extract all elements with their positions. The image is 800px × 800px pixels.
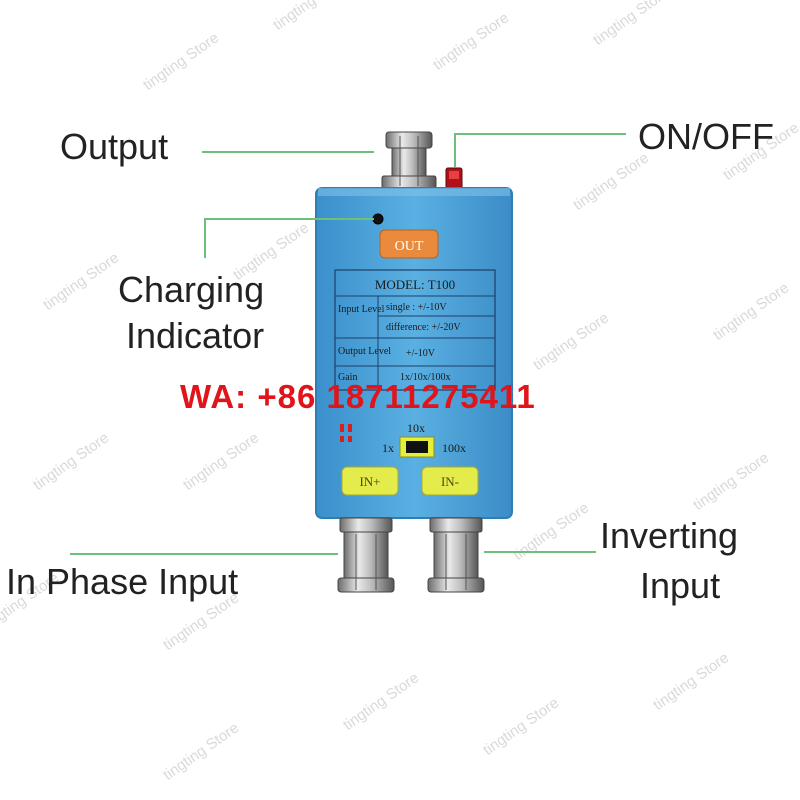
- gain-switch: 10x 1x 100x: [382, 421, 466, 458]
- switch-label-right: 100x: [442, 441, 466, 455]
- inverting-callout-line: [484, 551, 596, 553]
- inverting-bnc-connector: [427, 517, 485, 593]
- onoff-callout-line: [454, 133, 626, 135]
- charging-led: [372, 213, 384, 225]
- spec-row-value: +/-10V: [406, 348, 436, 359]
- out-button-label: OUT: [395, 239, 424, 254]
- output-bnc-connector: [381, 131, 437, 189]
- whatsapp-contact-text: WA: +86 18711275411: [180, 378, 536, 415]
- charging-callout-line: [204, 218, 374, 220]
- charging-label-line1: Charging: [118, 269, 265, 310]
- charging-label-line2: Indicator: [126, 315, 265, 356]
- charging-callout-line-vertical: [204, 218, 206, 258]
- output-callout-line: [202, 151, 374, 153]
- in-plus-label: IN+: [359, 474, 380, 489]
- switch-label-left: 1x: [382, 441, 394, 455]
- model-label: MODEL: T100: [375, 277, 455, 292]
- inverting-label-line1: Inverting: [600, 515, 739, 556]
- spec-row-value: 1x/10x/100x: [400, 372, 451, 383]
- spec-row-label: Gain: [338, 372, 357, 383]
- switch-label-top: 10x: [407, 421, 425, 435]
- output-label: Output: [60, 126, 169, 167]
- onoff-callout-line-vertical: [454, 133, 456, 167]
- spec-row-label: Output Level: [338, 346, 391, 357]
- inphase-callout-line: [70, 553, 338, 555]
- inverting-label-line2: Input: [640, 565, 721, 606]
- onoff-label: ON/OFF: [638, 116, 774, 157]
- in-minus-label: IN-: [441, 474, 459, 489]
- spec-panel: MODEL: T100 Input Level single : +/-10V …: [334, 269, 496, 391]
- inphase-label: In Phase Input: [6, 561, 239, 602]
- in-plus-button: IN+: [341, 466, 399, 496]
- spec-row-label: Input Level: [338, 304, 385, 315]
- out-button: OUT: [379, 229, 439, 259]
- spec-row-value: single : +/-10V: [386, 302, 447, 313]
- spec-row-value: difference: +/-20V: [386, 322, 461, 333]
- in-minus-button: IN-: [421, 466, 479, 496]
- power-switch: [445, 167, 463, 191]
- in-phase-bnc-connector: [337, 517, 395, 593]
